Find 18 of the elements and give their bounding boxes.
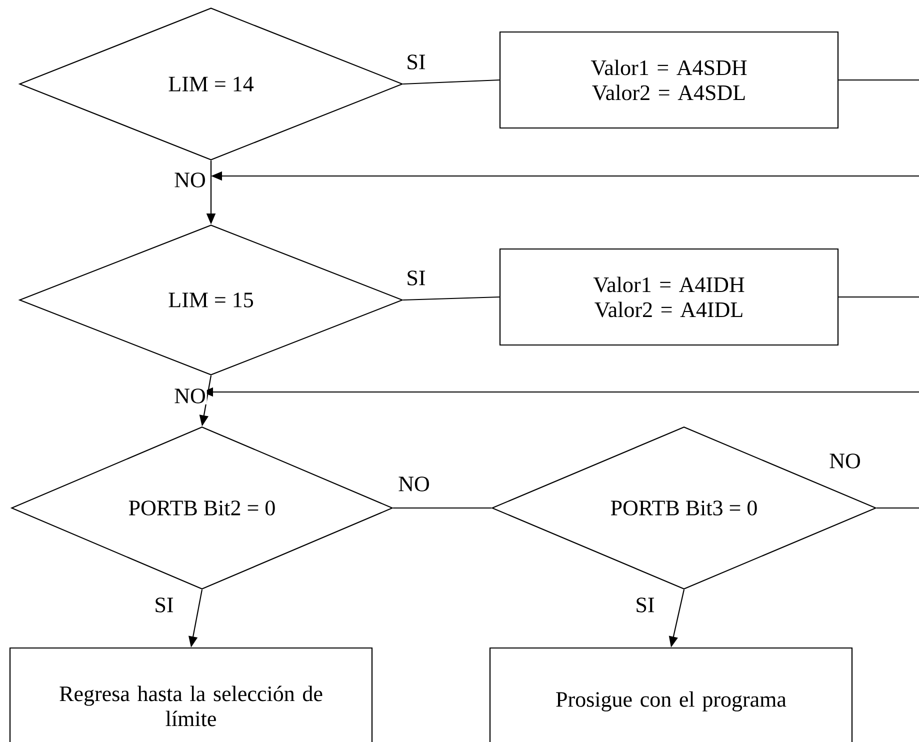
connector [876,507,919,509]
connector [403,296,500,301]
edge-label: NO [173,388,207,404]
connector [403,79,500,85]
edge-label: NO [397,476,431,492]
edge-label: NO [828,452,862,470]
edge-label: NO [173,172,207,188]
process-box: Regresa hasta la selección de límite [9,647,373,742]
edge-label: SI [634,596,656,614]
process-box: Valor1 = A4SDH Valor2 = A4SDL [499,31,839,129]
connector [838,296,919,298]
process-box: Valor1 = A4IDH Valor2 = A4IDL [499,248,839,346]
connector [838,79,919,81]
edge-label: SI [405,270,427,286]
edge-label: SI [153,596,175,614]
edge-label: SI [405,54,427,70]
connector [393,507,492,509]
process-box: Prosigue con el programa [489,647,853,742]
